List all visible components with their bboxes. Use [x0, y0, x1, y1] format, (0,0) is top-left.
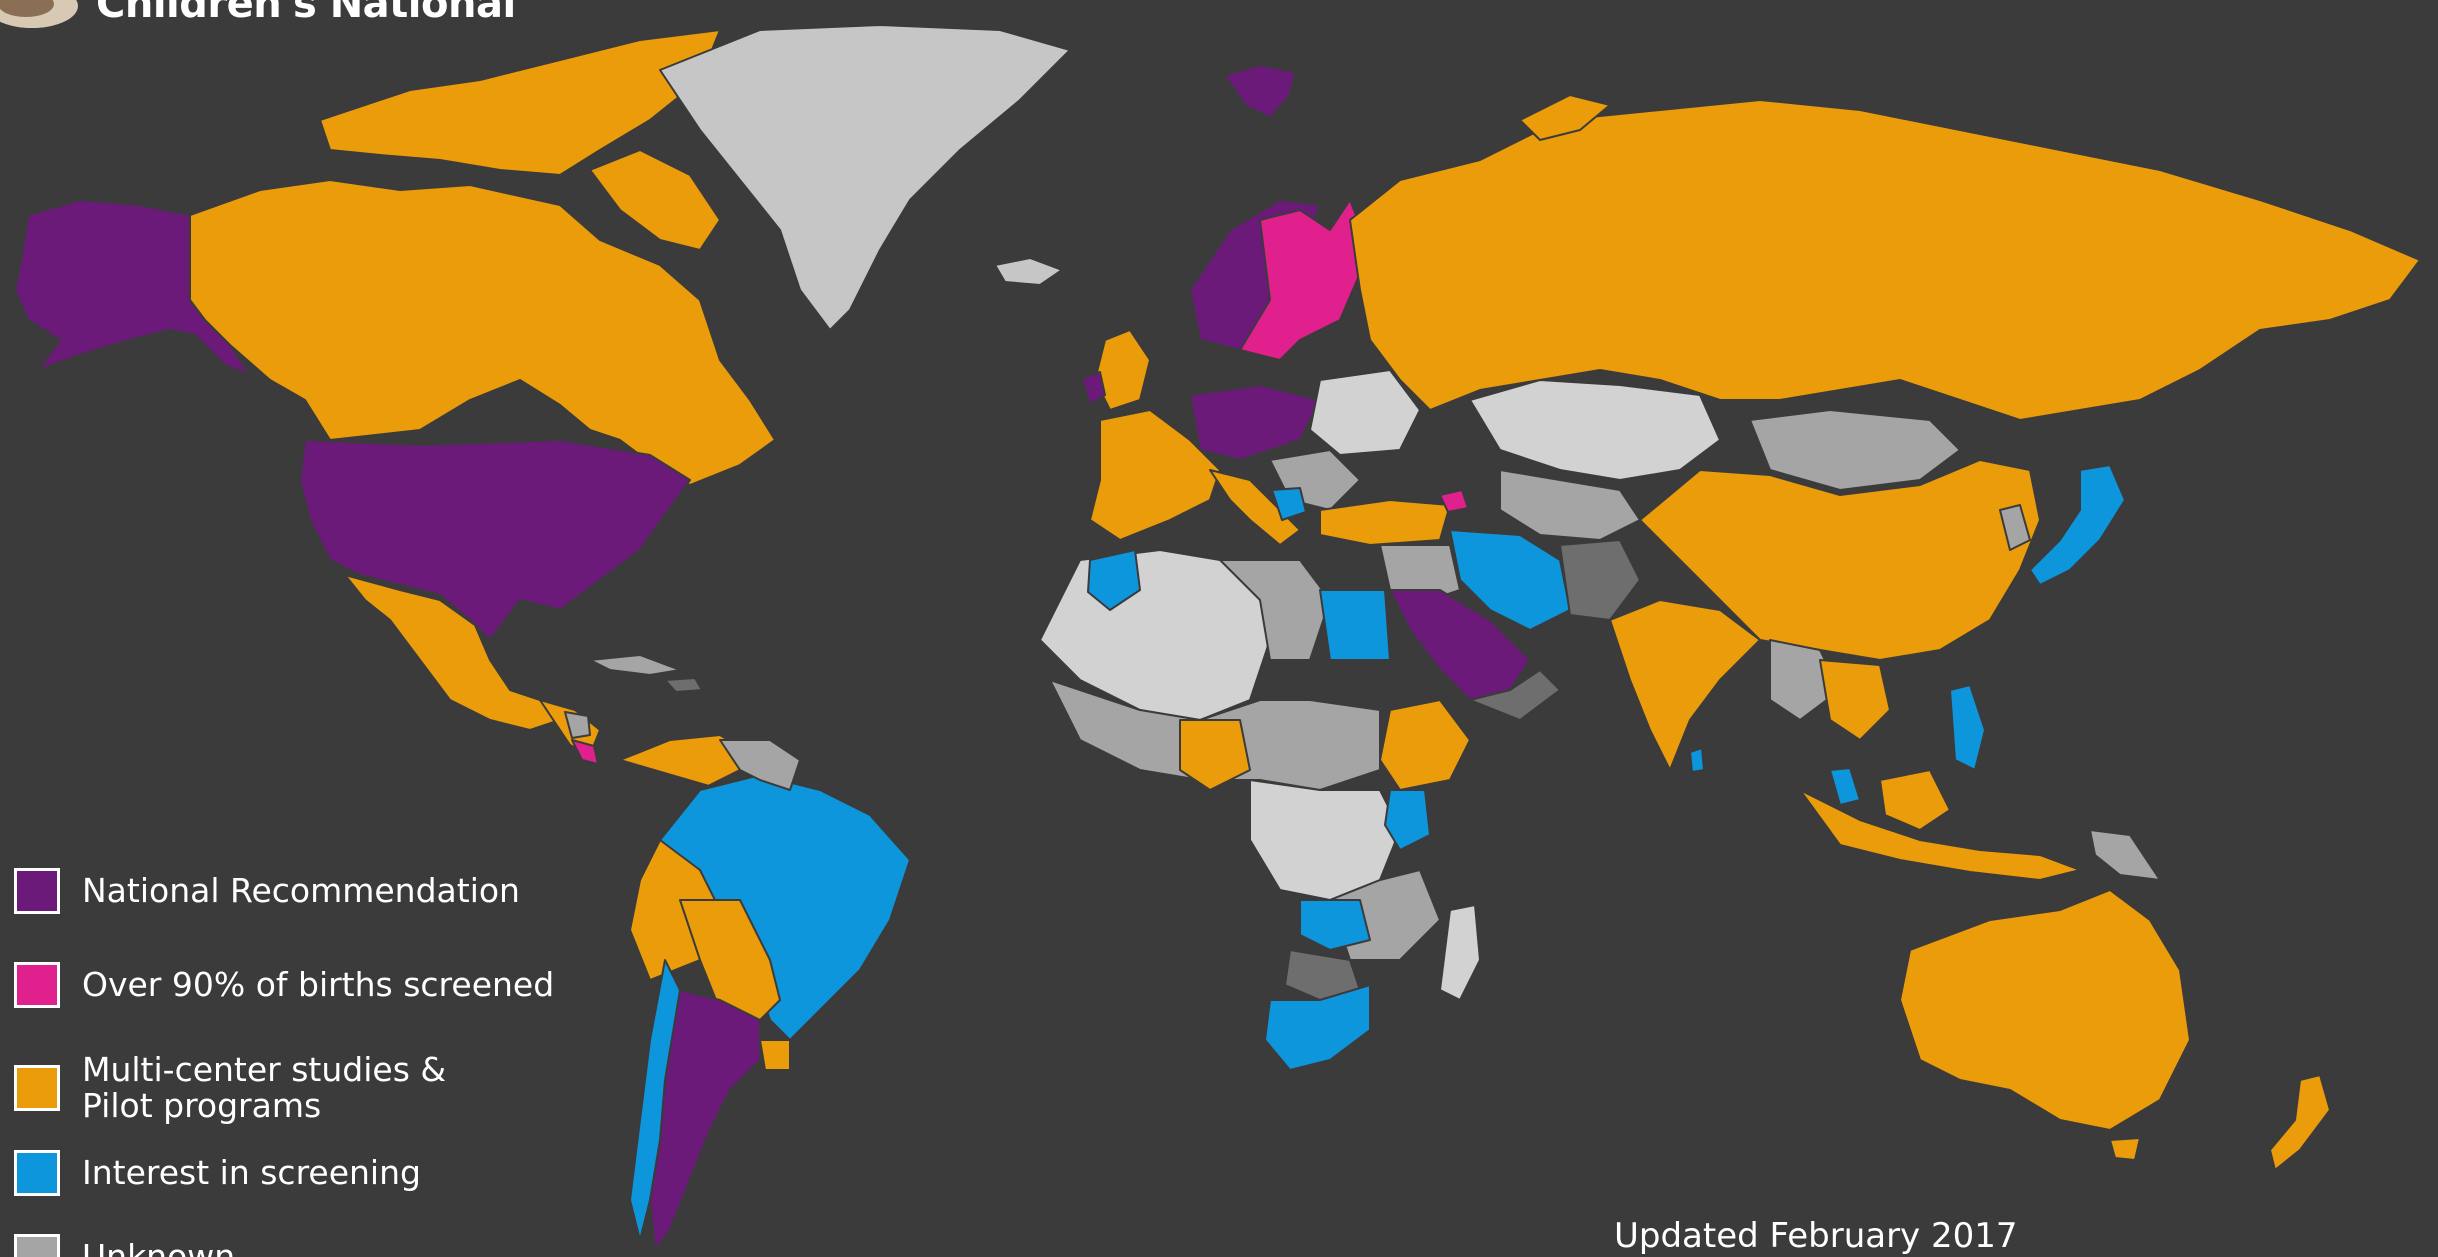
hispaniola — [664, 677, 703, 693]
caucasus — [1439, 489, 1469, 513]
korea — [1999, 504, 2031, 551]
russia-arctic-island — [1519, 94, 1611, 141]
legend-label: Unknown — [82, 1237, 236, 1257]
iceland — [994, 257, 1063, 286]
legend-item-over-90-percent: Over 90% of births screened — [14, 962, 574, 1008]
south-africa — [1264, 984, 1371, 1071]
afghanistan-pakistan — [1559, 539, 1641, 621]
legend-item-unknown: Unknown — [14, 1234, 574, 1257]
legend-item-interest: Interest in screening — [14, 1150, 574, 1196]
iran — [1449, 529, 1571, 631]
logo-mark-icon — [0, 0, 78, 28]
india — [1609, 599, 1761, 771]
australia — [1899, 889, 2191, 1131]
legend-swatch — [14, 1065, 60, 1111]
mongolia — [1749, 409, 1961, 491]
greenland — [659, 24, 1071, 331]
legend-label: Over 90% of births screened — [82, 965, 555, 1004]
chile — [629, 959, 681, 1241]
svalbard — [1224, 64, 1296, 119]
malaysia — [1829, 767, 1861, 806]
japan — [2029, 464, 2126, 586]
morocco-algeria — [1087, 549, 1141, 611]
legend-swatch — [14, 1234, 60, 1257]
zambia-region — [1299, 899, 1371, 951]
western-europe — [1089, 409, 1221, 541]
legend-swatch — [14, 962, 60, 1008]
libya-region — [1219, 559, 1331, 661]
italy-balkans — [1209, 469, 1301, 546]
egypt — [1319, 589, 1391, 661]
ireland — [1081, 371, 1106, 406]
logo-brand-text: Children's National — [96, 0, 516, 27]
central-asia — [1499, 469, 1641, 541]
kazakhstan — [1469, 379, 1721, 481]
china — [1639, 459, 2041, 661]
eastern-europe — [1309, 369, 1421, 456]
updated-date: Updated February 2017 — [1614, 1216, 2018, 1256]
russia — [1349, 99, 2421, 421]
legend-swatch — [14, 1150, 60, 1196]
cuba — [589, 654, 681, 676]
borneo — [1879, 769, 1951, 831]
uk-ireland — [1094, 329, 1151, 411]
philippines — [1949, 684, 1986, 771]
legend-label: Multi-center studies & Pilot programs — [82, 1050, 447, 1125]
finland-scandinavia-east — [1239, 199, 1371, 361]
guiana-region — [719, 739, 801, 791]
legend-label: National Recommendation — [82, 871, 520, 910]
legend-item-multi-center: Multi-center studies & Pilot programs — [14, 1052, 574, 1124]
guatemala — [564, 711, 591, 739]
nigeria — [1179, 719, 1251, 791]
childrens-national-logo: Children's National — [0, 0, 516, 30]
usa — [299, 439, 691, 641]
papua — [2089, 829, 2161, 881]
turkey — [1319, 499, 1451, 546]
central-europe — [1189, 384, 1321, 461]
new-zealand — [2269, 1074, 2331, 1171]
tasmania — [2109, 1137, 2141, 1161]
madagascar — [1439, 904, 1481, 1001]
arabian-peninsula-south — [1469, 669, 1561, 721]
uruguay — [759, 1039, 791, 1071]
indonesia — [1799, 789, 2081, 881]
balkans-interest — [1271, 487, 1307, 521]
brazil — [659, 774, 911, 1041]
costa-rica — [571, 739, 599, 765]
bolivia-paraguay — [679, 899, 781, 1021]
kenya — [1384, 789, 1431, 851]
legend-swatch — [14, 868, 60, 914]
legend-label: Interest in screening — [82, 1153, 421, 1192]
southeast-asia — [1819, 659, 1891, 741]
ethiopia — [1379, 699, 1471, 791]
sri-lanka — [1689, 747, 1705, 773]
canadian-arctic-islands — [319, 29, 721, 176]
legend-item-national-recommendation: National Recommendation — [14, 868, 574, 914]
baffin-island — [589, 149, 721, 251]
